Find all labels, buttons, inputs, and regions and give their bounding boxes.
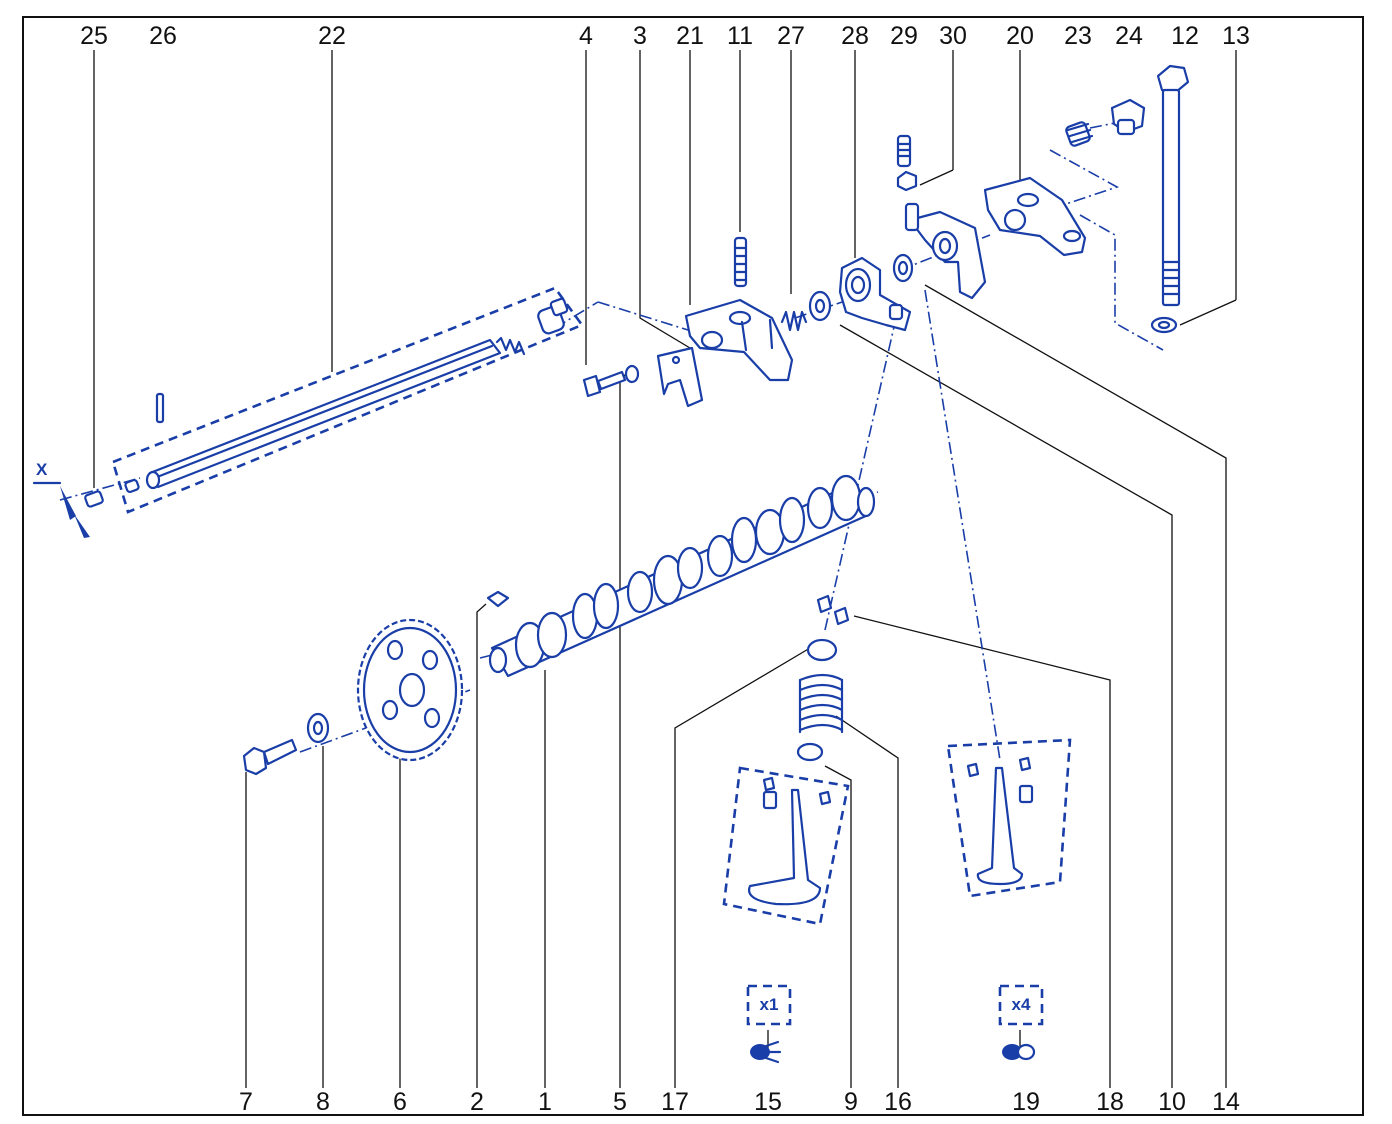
long-bolt (1156, 64, 1190, 307)
exhaust-valve-symbol-icon (1002, 1043, 1036, 1061)
diagram-frame (22, 16, 1364, 1116)
woodruff-key (486, 590, 510, 608)
callout-top: 27 (777, 22, 805, 50)
rocker-pedestal-right (983, 176, 1087, 257)
shaft-plug (84, 478, 140, 508)
callout-bottom: 9 (844, 1088, 858, 1116)
callout-bottom: 6 (393, 1088, 407, 1116)
thrust-washer-left (808, 290, 832, 322)
callout-top: 26 (149, 22, 177, 50)
callout-bottom: 18 (1096, 1088, 1124, 1116)
rocker-arm-left (838, 256, 912, 332)
section-marker (32, 481, 90, 538)
callout-top: 20 (1006, 22, 1034, 50)
rocker-arm-right (908, 210, 987, 300)
section-marker-label: X (36, 460, 48, 479)
adjusting-screw-nut (896, 134, 920, 232)
camshaft (488, 474, 876, 678)
callout-top: 3 (633, 22, 647, 50)
callout-top: 25 (80, 22, 108, 50)
callout-bottom: 19 (1012, 1088, 1040, 1116)
exhaust-qty-box (998, 984, 1044, 1026)
callout-bottom: 16 (884, 1088, 912, 1116)
exhaust-valve-kit-box (946, 738, 1072, 898)
intake-qty-label: x1 (759, 995, 779, 1014)
callout-top: 23 (1064, 22, 1092, 50)
roll-pin (155, 392, 165, 424)
valve-collets (816, 594, 850, 626)
callout-top: 11 (727, 22, 753, 50)
intake-qty-box (746, 984, 792, 1026)
exhaust-qty-label: x4 (1011, 995, 1031, 1014)
callout-bottom: 10 (1158, 1088, 1186, 1116)
rocker-shaft-kit-box (111, 286, 585, 514)
callout-top: 29 (890, 22, 918, 50)
rocker-spacer-spring (780, 310, 808, 332)
callout-top: 21 (676, 22, 704, 50)
callout-bottom: 7 (239, 1088, 253, 1116)
rocker-shaft (145, 338, 502, 490)
pedestal-spring (1065, 121, 1094, 147)
callout-bottom: 15 (754, 1088, 782, 1116)
intake-valve-symbol-icon (750, 1040, 782, 1064)
end-bracket (656, 346, 704, 408)
callout-top: 22 (318, 22, 346, 50)
callout-bottom: 1 (538, 1088, 552, 1116)
shaft-end-spring (495, 297, 569, 356)
bolt-washer-right (1150, 316, 1178, 334)
camshaft-sprocket (356, 618, 464, 762)
callout-bottom: 2 (470, 1088, 484, 1116)
exhaust-valve (966, 756, 1034, 886)
pedestal-stud (733, 236, 748, 288)
callout-bottom: 5 (613, 1088, 627, 1116)
callout-top: 12 (1171, 22, 1199, 50)
rocker-pedestal-left (684, 298, 794, 382)
bracket-bolt (582, 370, 627, 398)
callout-bottom: 8 (316, 1088, 330, 1116)
callout-bottom: 14 (1212, 1088, 1240, 1116)
callout-top: 4 (579, 22, 593, 50)
intake-valve-kit-box (722, 766, 850, 926)
bolt-washer (624, 364, 640, 384)
valve-spring (798, 673, 844, 734)
pedestal-plug (1110, 98, 1146, 136)
callout-top: 24 (1115, 22, 1143, 50)
callout-top: 28 (841, 22, 869, 50)
sprocket-bolt (242, 738, 298, 776)
callout-top: 30 (939, 22, 967, 50)
callout-bottom: 17 (661, 1088, 689, 1116)
thrust-washer-right (892, 253, 914, 283)
intake-valve (747, 776, 832, 906)
callout-top: 13 (1222, 22, 1250, 50)
spring-retainer (806, 638, 838, 662)
sprocket-washer (306, 712, 330, 744)
spring-seat (796, 742, 824, 762)
